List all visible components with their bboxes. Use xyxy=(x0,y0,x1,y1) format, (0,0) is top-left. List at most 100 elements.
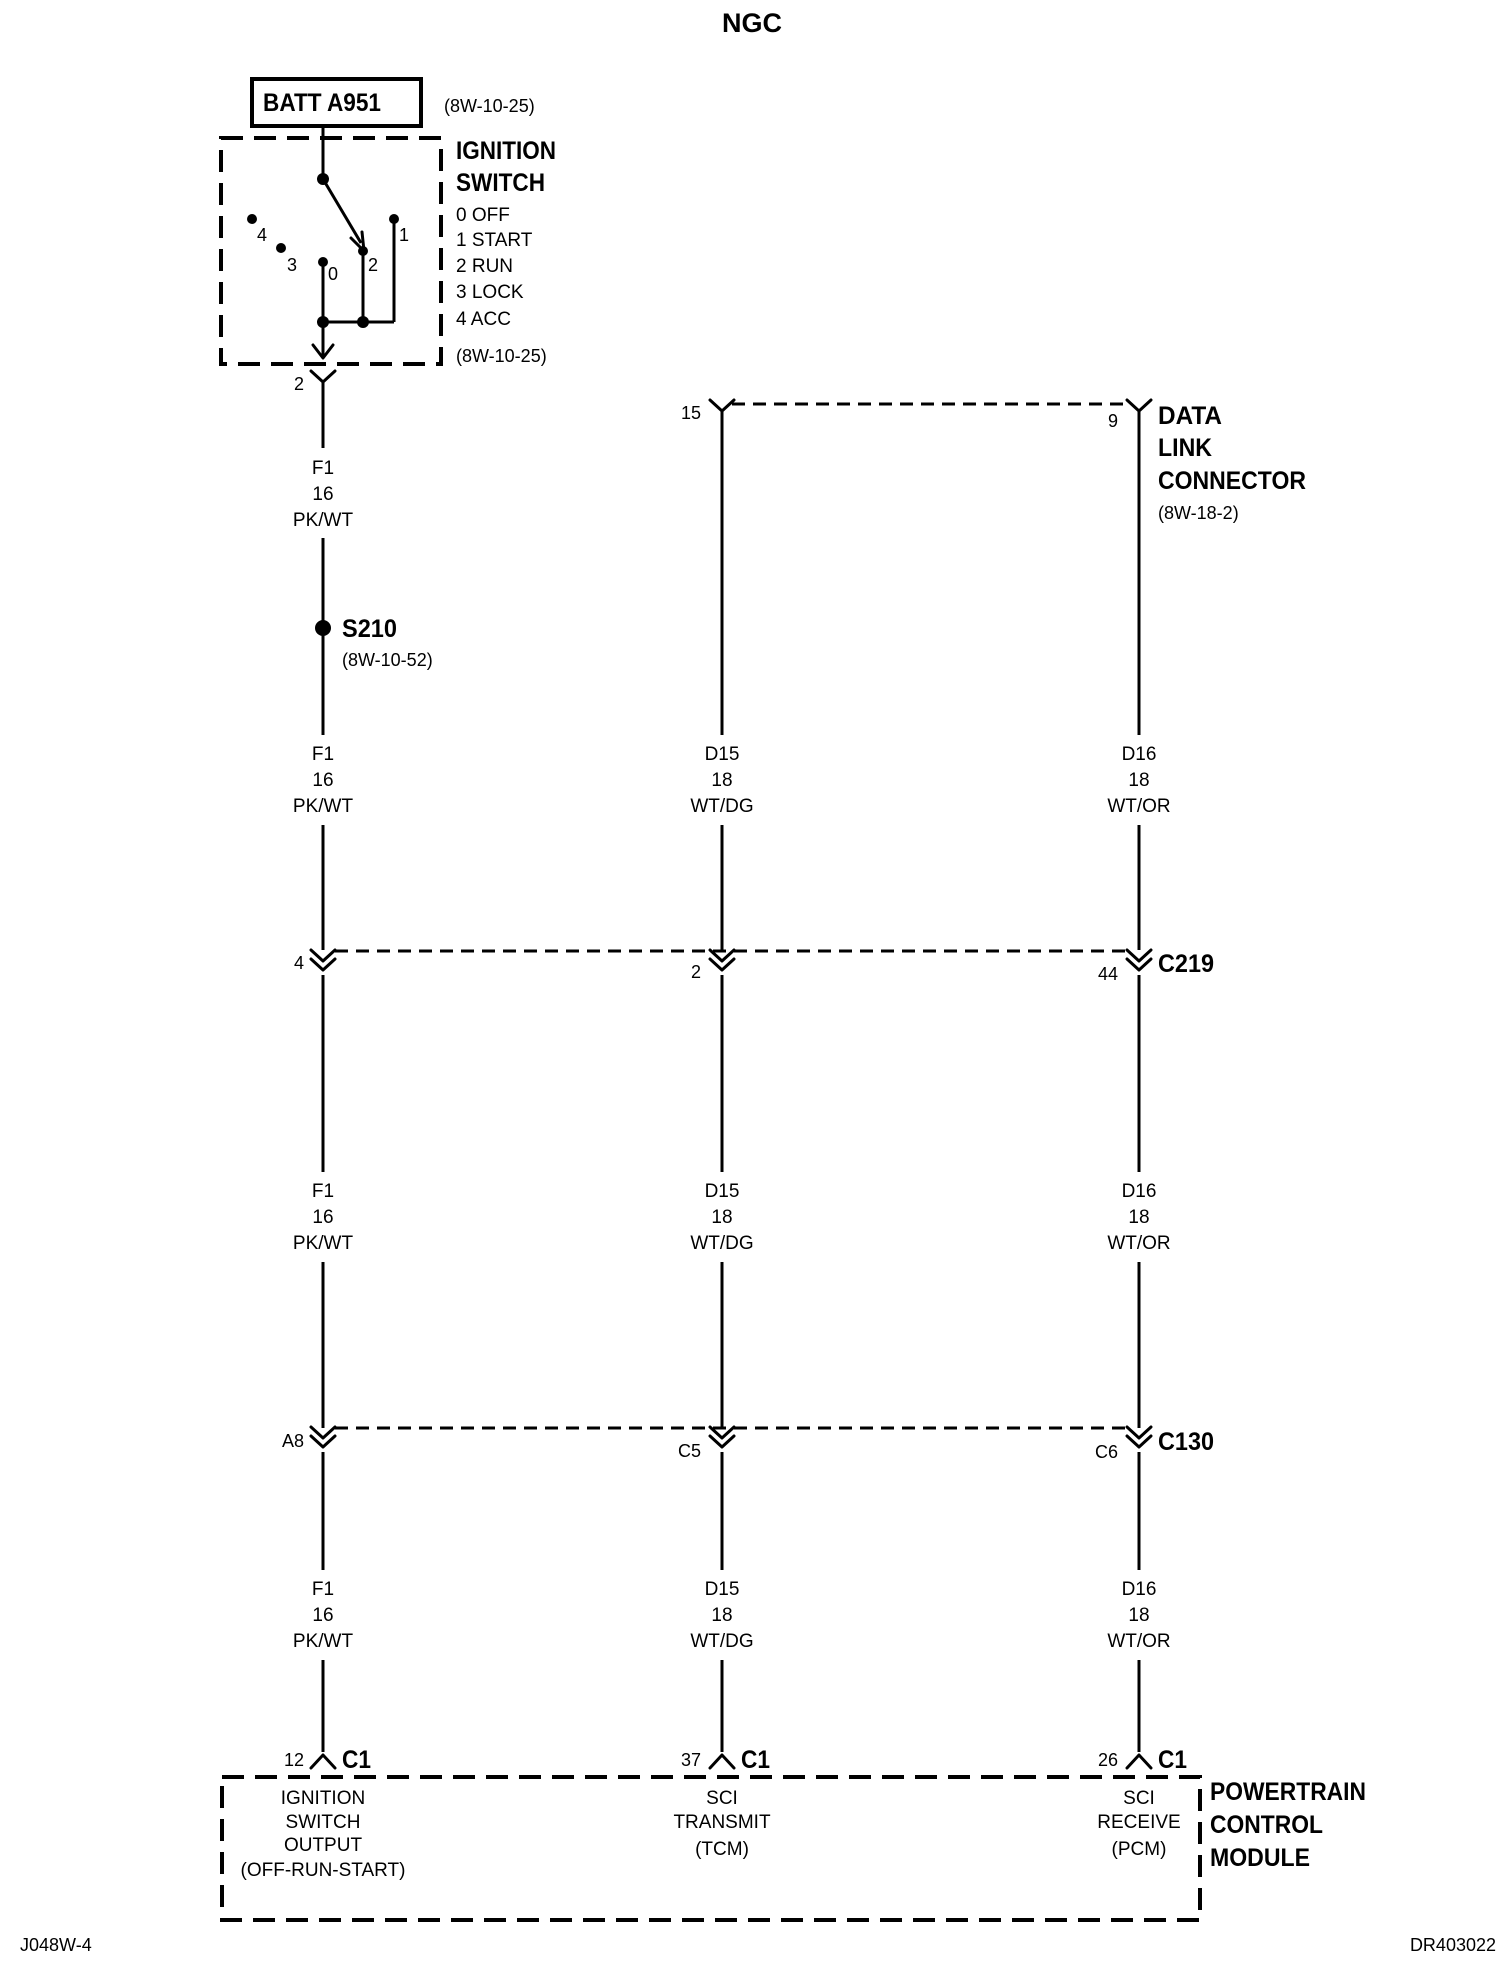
switch-junction-dot xyxy=(357,316,369,328)
svg-text:(OFF-RUN-START): (OFF-RUN-START) xyxy=(241,1860,406,1881)
pcm-c1-connector-d16 xyxy=(1125,1753,1153,1770)
svg-text:PK/WT: PK/WT xyxy=(293,1631,354,1652)
c130-pin: A8 xyxy=(282,1431,304,1451)
ignition-output-pin: 2 xyxy=(294,374,304,394)
wire-label-f1: F1 16 PK/WT xyxy=(293,458,354,531)
svg-text:D15: D15 xyxy=(705,744,740,765)
wire-label-f1: F1 16 PK/WT xyxy=(293,1181,354,1254)
svg-text:(TCM): (TCM) xyxy=(695,1839,749,1860)
svg-text:WT/DG: WT/DG xyxy=(690,1233,753,1254)
svg-text:SWITCH: SWITCH xyxy=(286,1812,361,1833)
pcm-function-sci-transmit: SCI TRANSMIT (TCM) xyxy=(673,1788,771,1860)
c130-connector-f1 xyxy=(309,1425,337,1449)
switch-terminal-label-4: 4 xyxy=(257,225,267,245)
pcm-pin: 12 xyxy=(284,1750,304,1770)
switch-output-arrow xyxy=(311,343,335,360)
wire-label-d16: D16 18 WT/OR xyxy=(1107,744,1170,817)
ignition-switch-title: IGNITION xyxy=(456,137,556,165)
c130-connector-d15 xyxy=(708,1425,736,1449)
svg-text:18: 18 xyxy=(1128,770,1149,791)
switch-position-label: 3 LOCK xyxy=(456,282,524,303)
svg-text:SCI: SCI xyxy=(1123,1788,1155,1809)
pcm-function-sci-receive: SCI RECEIVE (PCM) xyxy=(1097,1788,1180,1860)
wire-label-f1: F1 16 PK/WT xyxy=(293,1579,354,1652)
svg-text:WT/OR: WT/OR xyxy=(1107,1233,1170,1254)
pcm-pin: 26 xyxy=(1098,1750,1118,1770)
svg-text:D16: D16 xyxy=(1122,1579,1157,1600)
c219-connector-f1 xyxy=(309,948,337,972)
pcm-c1-label: C1 xyxy=(342,1746,371,1774)
dlc-ref: (8W-18-2) xyxy=(1158,503,1239,523)
c219-pin: 2 xyxy=(691,962,701,982)
c130-connector-d16 xyxy=(1125,1425,1153,1449)
switch-junction-dot xyxy=(317,316,329,328)
switch-position-label: 0 OFF xyxy=(456,205,510,226)
switch-terminal-3 xyxy=(276,243,286,253)
svg-text:18: 18 xyxy=(711,1207,732,1228)
svg-text:D15: D15 xyxy=(705,1181,740,1202)
ignition-switch-box xyxy=(219,136,443,366)
batt-box xyxy=(250,77,423,128)
dlc-pin-9-connector xyxy=(1125,398,1153,413)
svg-text:TRANSMIT: TRANSMIT xyxy=(673,1812,771,1833)
ignition-switch-title: SWITCH xyxy=(456,169,545,197)
c130-pin: C6 xyxy=(1095,1442,1118,1462)
svg-text:18: 18 xyxy=(1128,1207,1149,1228)
ignition-output-connector xyxy=(309,369,337,384)
switch-position-label: 2 RUN xyxy=(456,256,513,277)
switch-terminal-label-0: 0 xyxy=(328,264,338,284)
page-title: NGC xyxy=(722,8,782,38)
batt-ref: (8W-10-25) xyxy=(444,96,535,116)
dlc-pin-15-connector xyxy=(708,398,736,413)
c219-label: C219 xyxy=(1158,950,1214,978)
switch-terminal-label-2: 2 xyxy=(368,255,378,275)
c130-pin: C5 xyxy=(678,1441,701,1461)
svg-text:16: 16 xyxy=(312,484,333,505)
footer-left-code: J048W-4 xyxy=(20,1935,92,1955)
svg-text:18: 18 xyxy=(711,1605,732,1626)
c219-connector-d15 xyxy=(708,948,736,972)
svg-text:16: 16 xyxy=(312,770,333,791)
svg-text:F1: F1 xyxy=(312,1579,334,1600)
svg-text:PK/WT: PK/WT xyxy=(293,1233,354,1254)
c219-pin: 4 xyxy=(294,953,304,973)
switch-terminal-4 xyxy=(247,214,257,224)
switch-position-label: 1 START xyxy=(456,230,533,251)
svg-text:WT/OR: WT/OR xyxy=(1107,1631,1170,1652)
wire-label-d16: D16 18 WT/OR xyxy=(1107,1181,1170,1254)
svg-text:WT/DG: WT/DG xyxy=(690,796,753,817)
svg-text:WT/OR: WT/OR xyxy=(1107,796,1170,817)
wire-label-f1: F1 16 PK/WT xyxy=(293,744,354,817)
svg-text:F1: F1 xyxy=(312,458,334,479)
pcm-pin: 37 xyxy=(681,1750,701,1770)
pcm-function-ignition: IGNITION SWITCH OUTPUT (OFF-RUN-START) xyxy=(241,1788,406,1881)
wire-label-d15: D15 18 WT/DG xyxy=(690,1579,753,1652)
svg-text:D16: D16 xyxy=(1122,744,1157,765)
svg-text:D15: D15 xyxy=(705,1579,740,1600)
dlc-pin-15: 15 xyxy=(681,403,701,423)
footer-right-code: DR403022 xyxy=(1410,1935,1496,1955)
dlc-title: LINK xyxy=(1158,434,1212,462)
c219-connector-d16 xyxy=(1125,948,1153,972)
svg-text:16: 16 xyxy=(312,1605,333,1626)
switch-terminal-label-3: 3 xyxy=(287,255,297,275)
svg-text:(PCM): (PCM) xyxy=(1112,1839,1167,1860)
splice-s210-label: S210 xyxy=(342,615,397,643)
wire-label-d15: D15 18 WT/DG xyxy=(690,744,753,817)
switch-terminal-label-1: 1 xyxy=(399,225,409,245)
svg-text:18: 18 xyxy=(711,770,732,791)
wire-label-d15: D15 18 WT/DG xyxy=(690,1181,753,1254)
c130-label: C130 xyxy=(1158,1428,1214,1456)
svg-text:18: 18 xyxy=(1128,1605,1149,1626)
pcm-c1-label: C1 xyxy=(1158,1746,1187,1774)
switch-blade xyxy=(321,178,363,244)
svg-text:F1: F1 xyxy=(312,1181,334,1202)
svg-text:SCI: SCI xyxy=(706,1788,738,1809)
c219-pin: 44 xyxy=(1098,964,1118,984)
svg-text:D16: D16 xyxy=(1122,1181,1157,1202)
pcm-title: POWERTRAIN xyxy=(1210,1778,1366,1806)
pcm-c1-connector-f1 xyxy=(309,1753,337,1770)
svg-text:RECEIVE: RECEIVE xyxy=(1097,1812,1180,1833)
splice-s210-dot xyxy=(315,620,331,636)
